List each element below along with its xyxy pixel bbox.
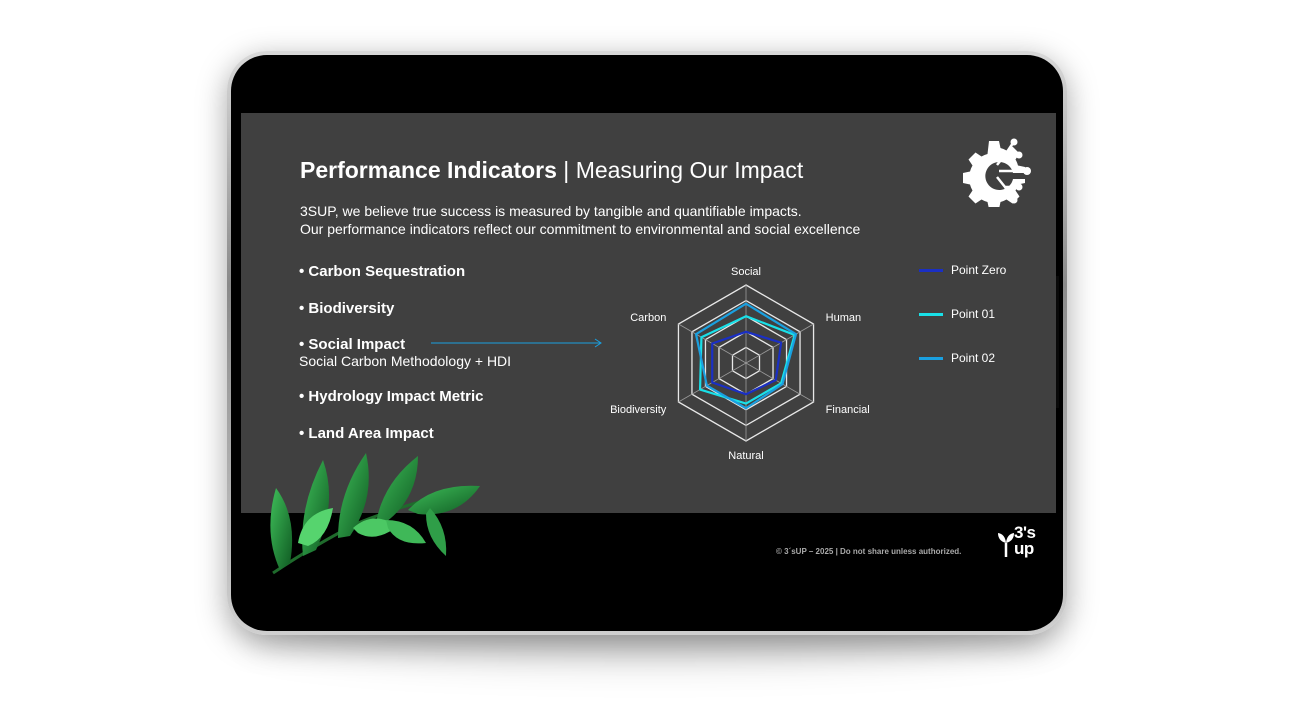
legend-point-zero: Point Zero: [919, 263, 1006, 277]
intro-line-2: Our performance indicators reflect our c…: [300, 221, 861, 237]
footer-copyright: © 3´sUP – 2025 | Do not share unless aut…: [776, 547, 962, 556]
legend-swatch-point-02: [919, 356, 943, 360]
title-separator: |: [556, 157, 576, 183]
legend-point-02: Point 02: [919, 351, 995, 365]
radar-spoke-1: [745, 323, 814, 364]
gear-circuit-icon: [963, 138, 1031, 207]
radar-series-point-01: [698, 315, 796, 405]
brand-wordmark: 3's up: [1014, 523, 1050, 558]
radar-axis-label-natural: Natural: [728, 450, 763, 461]
radar-axis-label-financial: Financial: [826, 404, 870, 416]
presentation-slide: Performance Indicators | Measuring Our I…: [241, 113, 1056, 513]
indicator-carbon: • Carbon Sequestration: [299, 263, 466, 280]
arrow-right-icon: [431, 338, 602, 348]
sprout-logo-icon: [998, 533, 1014, 557]
indicator-hydrology: • Hydrology Impact Metric: [299, 388, 484, 405]
leaves-branch-icon: [270, 453, 480, 575]
radar-axis-label-human: Human: [826, 312, 861, 324]
indicator-social: • Social Impact: [299, 336, 406, 353]
legend-point-01: Point 01: [919, 307, 995, 321]
legend-label-point-02: Point 02: [951, 351, 996, 365]
radar-series-point-02: [694, 302, 798, 410]
brand-line-1: 3's: [1014, 523, 1036, 542]
legend-label-point-01: Point 01: [951, 307, 996, 321]
title-bold: Performance Indicators: [300, 157, 557, 183]
title-light: Measuring Our Impact: [575, 157, 804, 183]
radar-axis-label-carbon: Carbon: [630, 312, 666, 324]
radar-axis-label-biodiversity: Biodiversity: [610, 404, 667, 416]
indicator-land: • Land Area Impact: [299, 425, 434, 442]
radar-axis-label-social: Social: [731, 266, 761, 278]
slide-title: Performance Indicators | Measuring Our I…: [300, 157, 803, 184]
legend-label-point-zero: Point Zero: [951, 263, 1007, 277]
indicator-biodiversity: • Biodiversity: [299, 300, 395, 317]
indicator-social-sub: Social Carbon Methodology + HDI: [299, 353, 512, 369]
intro-line-1: 3SUP, we believe true success is measure…: [300, 203, 802, 219]
intro-text: 3SUP, we believe true success is measure…: [300, 202, 860, 238]
brand-line-2: up: [1014, 539, 1034, 558]
legend-swatch-point-01: [919, 312, 943, 316]
radar-series-point-zero: [711, 330, 783, 396]
radar-spoke-2: [745, 362, 814, 403]
legend-swatch-point-zero: [919, 268, 943, 272]
